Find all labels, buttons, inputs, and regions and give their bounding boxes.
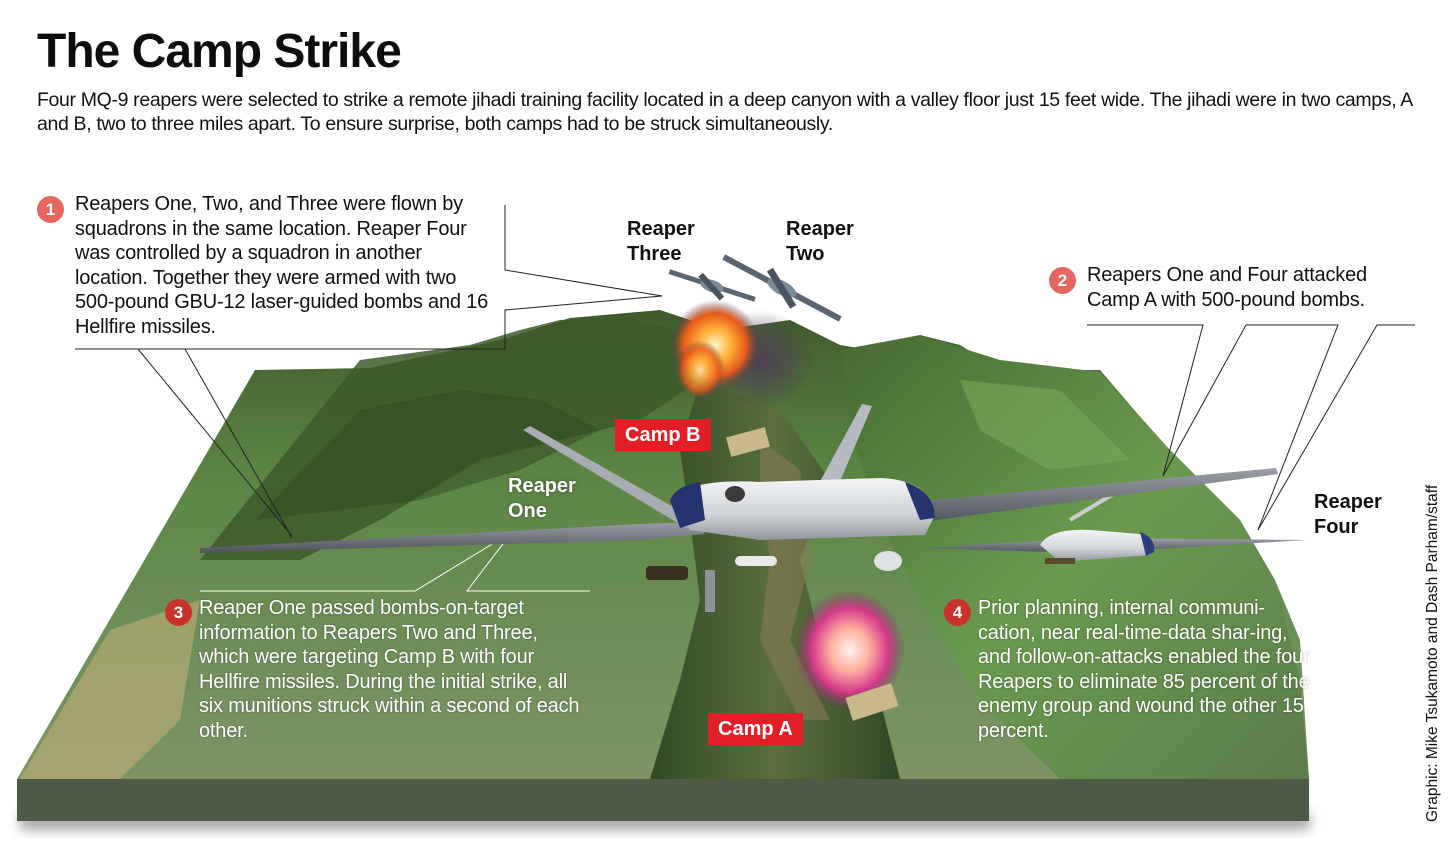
camp-b-tag: Camp B [615, 419, 711, 451]
callout-number-3: 3 [165, 599, 192, 626]
label-reaper-one-line1: Reaper [508, 475, 576, 497]
label-reaper-four-line2: Four [1314, 515, 1359, 538]
callout-number-1: 1 [37, 196, 64, 223]
leader-lines [75, 205, 1415, 539]
building-camp-b [726, 427, 770, 457]
terrain-base [17, 779, 1309, 821]
label-reaper-one-line2: One [508, 499, 547, 522]
drone-reaper-two [722, 254, 842, 322]
callout-number-4: 4 [944, 599, 971, 626]
page-title: The Camp Strike [37, 25, 402, 78]
label-reaper-one: Reaper One [508, 474, 576, 523]
label-reaper-four-line1: Reaper [1314, 491, 1382, 513]
callout-1-text: Reapers One, Two, and Three were flown b… [75, 193, 488, 338]
drone-reaper-one [200, 404, 1278, 612]
callout-4-text: Prior planning, internal communi-cation,… [978, 597, 1310, 742]
drone-reaper-four [920, 488, 1307, 564]
building-camp-a [845, 683, 899, 721]
graphic-credit: Graphic: Mike Tsukamoto and Dash Parham/… [1424, 484, 1441, 822]
sandy-patch [20, 600, 200, 779]
label-reaper-three-line2: Three [627, 242, 682, 265]
label-reaper-four: Reaper Four [1314, 490, 1382, 539]
callout-2-text: Reapers One and Four attacked Camp A wit… [1087, 264, 1367, 311]
callout-3-text: Reaper One passed bombs-on-target inform… [199, 597, 580, 742]
label-reaper-three-line1: Reaper [627, 218, 695, 240]
callout-number-2: 2 [1049, 267, 1076, 294]
label-reaper-two-line1: Reaper [786, 218, 854, 240]
label-reaper-three: Reaper Three [627, 217, 695, 266]
label-reaper-two: Reaper Two [786, 217, 854, 266]
camp-a-tag: Camp A [708, 713, 803, 745]
explosion-camp-a [795, 590, 905, 710]
label-reaper-two-line2: Two [786, 242, 825, 265]
drone-reaper-three [668, 269, 756, 302]
intro-paragraph: Four MQ-9 reapers were selected to strik… [37, 89, 1412, 135]
